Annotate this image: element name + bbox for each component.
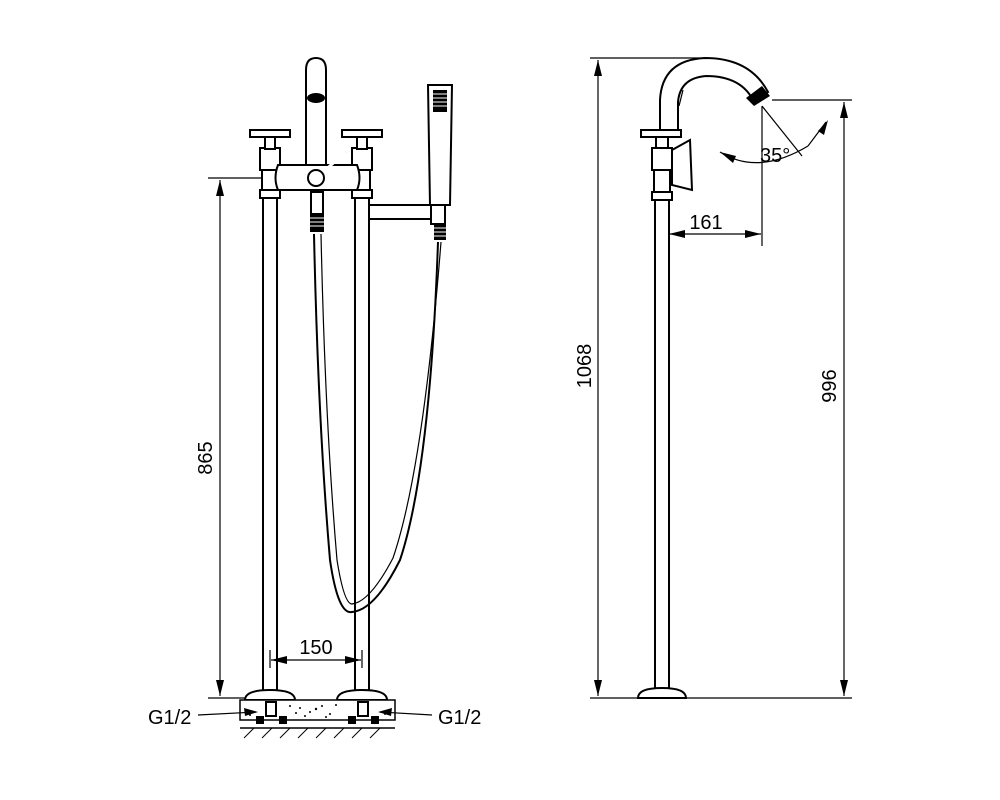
- right-inlet-fitting: [348, 701, 379, 724]
- hose-connector-thread: [310, 214, 324, 232]
- shower-head-face: [433, 90, 447, 112]
- inlet-right-label: G1/2: [438, 707, 481, 729]
- side-valve-body: [651, 147, 673, 171]
- height-dimension: [208, 177, 262, 699]
- right-valve-nut: [351, 189, 373, 199]
- spout: [305, 56, 327, 166]
- height-label: 865: [195, 441, 217, 474]
- left-valve-nut: [259, 189, 281, 199]
- total-height-label: 1068: [574, 344, 596, 389]
- left-cross-handle: [249, 129, 291, 150]
- total-height-dimension: [590, 57, 700, 699]
- ground-hatch: [243, 727, 381, 739]
- holder-arm: [368, 204, 436, 220]
- side-spout: [659, 56, 770, 131]
- concrete-texture: [249, 704, 386, 718]
- angle-label: 35°: [760, 145, 790, 167]
- left-floor-flange: [243, 688, 297, 701]
- side-aerator: [746, 86, 770, 106]
- spout-height-dimension: [686, 99, 852, 699]
- spacing-label: 150: [299, 637, 332, 659]
- diverter-knob: [307, 169, 325, 187]
- right-cross-handle: [341, 129, 383, 150]
- shower-hose: [313, 233, 439, 614]
- reach-label: 161: [689, 212, 722, 234]
- right-standpipe: [354, 196, 370, 693]
- side-view: 1068 996 161 35°: [574, 56, 852, 699]
- side-floor-flange: [636, 686, 688, 699]
- inlet-left-label: G1/2: [148, 707, 191, 729]
- side-lever: [671, 138, 694, 192]
- side-valve-stem: [653, 169, 671, 195]
- side-handle: [640, 129, 682, 138]
- spout-aerator: [307, 93, 325, 103]
- reach-dimension: [669, 106, 763, 246]
- hand-shower: [426, 84, 454, 206]
- front-view: 865 150 G1/2 G1/2: [148, 56, 481, 739]
- spacing-dimension: [269, 650, 363, 668]
- left-inlet-fitting: [256, 701, 287, 724]
- side-standpipe: [654, 199, 670, 691]
- hose-connector: [310, 191, 324, 215]
- spout-height-label: 996: [819, 369, 841, 402]
- left-standpipe: [262, 196, 278, 693]
- right-floor-flange: [335, 688, 389, 701]
- shower-hose-thread: [434, 224, 446, 240]
- angle-dimension: [719, 105, 828, 164]
- floor-slab: [239, 699, 396, 721]
